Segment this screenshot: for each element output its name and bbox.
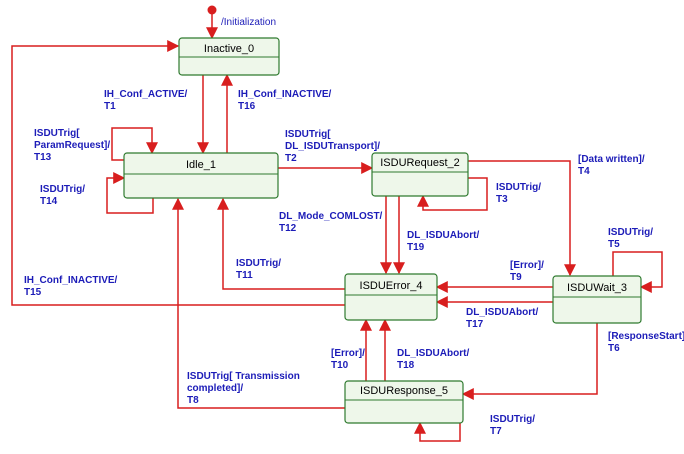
edge-t4	[468, 160, 576, 277]
label-t7: ISDUTrig/ T7	[490, 414, 538, 437]
state-inactive-0[interactable]: Inactive_0	[178, 37, 280, 76]
label-t11: ISDUTrig/ T11	[236, 258, 284, 281]
label-t3: ISDUTrig/ T3	[496, 182, 544, 205]
state-isduwait-3[interactable]: ISDUWait_3	[552, 275, 642, 324]
label-t18: DL_ISDUAbort/ T18	[397, 348, 472, 371]
edge-t8	[172, 197, 345, 409]
state-isdurequest-2-label: ISDURequest_2	[380, 157, 460, 169]
state-isduresponse-5[interactable]: ISDUResponse_5	[344, 380, 464, 424]
state-isduerror-4-label: ISDUError_4	[360, 280, 423, 292]
label-t6: [ResponseStart]/ T6	[608, 331, 684, 354]
label-t5: ISDUTrig/ T5	[608, 227, 656, 250]
state-isduresponse-5-label: ISDUResponse_5	[360, 385, 448, 397]
edge-t13	[111, 127, 158, 161]
label-t2: ISDUTrig[ DL_ISDUTransport]/ T2	[285, 129, 383, 164]
edge-t6	[461, 323, 598, 400]
state-idle-1[interactable]: Idle_1	[123, 152, 279, 199]
label-t10: [Error]/ T10	[331, 348, 368, 371]
edge-t5	[612, 251, 663, 293]
label-t8: ISDUTrig[ Transmission completed]/ T8	[187, 371, 303, 406]
state-isduerror-4[interactable]: ISDUError_4	[344, 273, 438, 321]
label-t15: IH_Conf_INACTIVE/ T15	[24, 275, 120, 298]
label-t4: [Data written]/ T4	[578, 154, 647, 177]
edge-t11	[217, 197, 345, 290]
label-t13: ISDUTrig[ ParamRequest]/ T13	[34, 128, 113, 163]
state-idle-1-label: Idle_1	[186, 159, 216, 171]
initial-state-dot	[207, 5, 217, 15]
state-inactive-0-label: Inactive_0	[204, 43, 254, 55]
label-t9: [Error]/ T9	[510, 260, 547, 283]
label-t17: DL_ISDUAbort/ T17	[466, 307, 541, 330]
state-isduwait-3-label: ISDUWait_3	[567, 282, 627, 294]
label-t19: DL_ISDUAbort/ T19	[407, 230, 482, 253]
label-t16: IH_Conf_INACTIVE/ T16	[238, 89, 334, 112]
edge-t14	[106, 172, 154, 214]
label-initialization: /Initialization	[221, 17, 276, 28]
edge-t3	[417, 177, 488, 211]
label-t1: IH_Conf_ACTIVE/ T1	[104, 89, 190, 112]
label-t14: ISDUTrig/ T14	[40, 184, 88, 207]
state-isdurequest-2[interactable]: ISDURequest_2	[371, 152, 469, 197]
label-t12: DL_Mode_COMLOST/ T12	[279, 211, 385, 234]
